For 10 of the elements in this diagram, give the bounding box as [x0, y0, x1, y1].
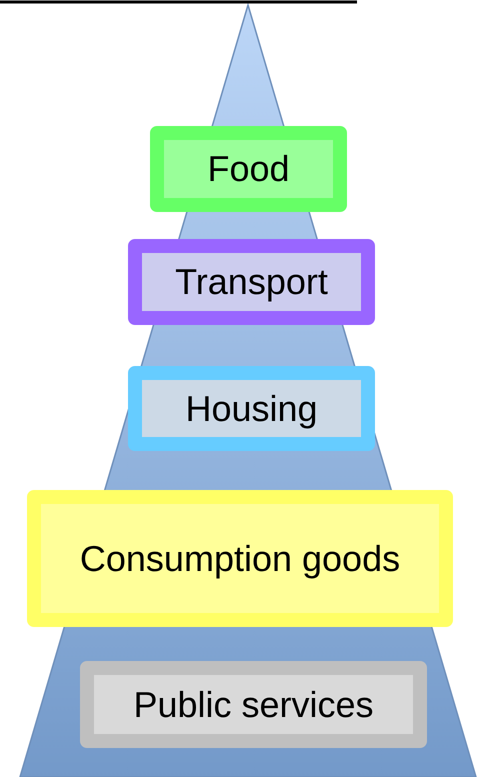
category-label: Transport	[175, 260, 328, 304]
category-box	[150, 126, 347, 212]
category-label: Housing	[185, 386, 318, 430]
category-box	[80, 661, 427, 748]
category-label: Food	[207, 147, 290, 191]
category-box	[27, 490, 453, 627]
category-label: Consumption goods	[80, 536, 400, 580]
category-box	[128, 239, 375, 325]
category-label: Public services	[133, 682, 374, 726]
category-box	[128, 366, 375, 451]
